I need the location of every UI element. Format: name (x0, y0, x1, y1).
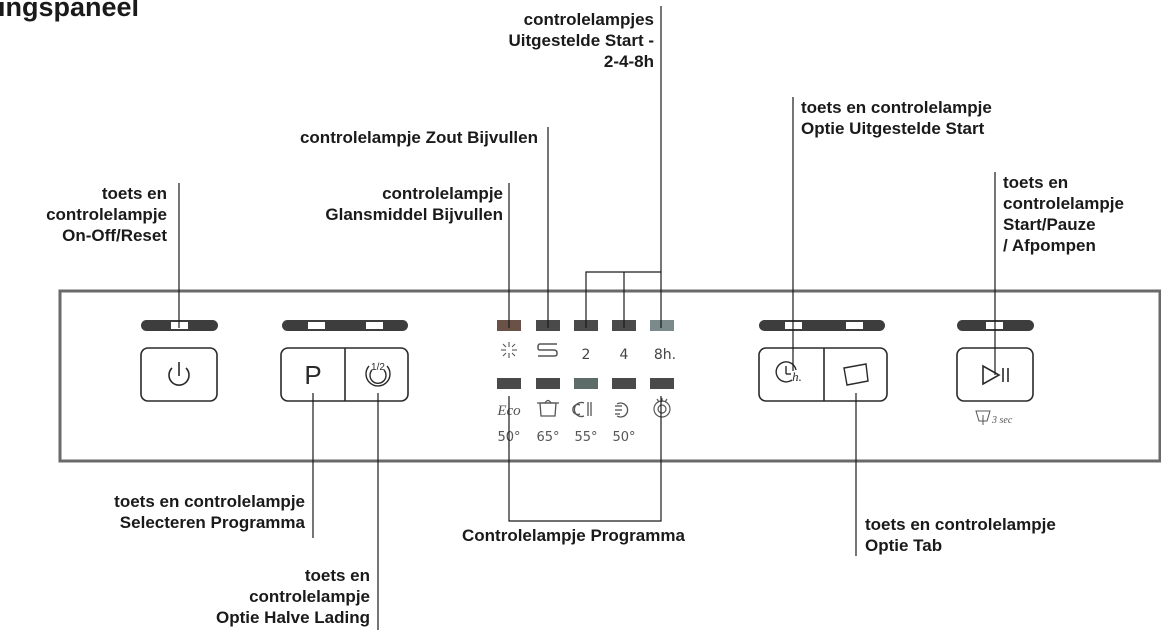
normal-dishes-icon (572, 401, 592, 418)
leader-lines (178, 6, 996, 630)
callout-salt: controlelampje Zout Bijvullen (299, 128, 538, 147)
play-pause-icon (982, 364, 1009, 386)
delay-hour-label: h. (792, 369, 802, 384)
drain-icon (975, 410, 991, 425)
led-program-eco (497, 378, 521, 389)
led-strip-delay-tab (759, 320, 885, 331)
temp-eco2: 50° (612, 430, 635, 445)
tab-icon (843, 363, 869, 386)
led-program-rinse (650, 378, 674, 389)
rinse-cycle-icon (653, 398, 671, 418)
drain-hint: 3 sec (991, 415, 1013, 426)
delay-start-button[interactable]: h. (760, 349, 823, 400)
program-button-group (280, 347, 409, 402)
page-title: ingspaneel (0, 0, 140, 22)
on-off-button[interactable] (140, 347, 218, 402)
power-icon (168, 362, 190, 386)
delay-tab-button-group (758, 347, 888, 402)
led-program-50 (612, 378, 636, 389)
half-load-label: 1/2 (371, 362, 385, 373)
led-row-programs (497, 378, 674, 389)
led-strip-program (282, 320, 408, 331)
temp-normal: 55° (574, 430, 597, 445)
delay-label-8: 8h. (654, 347, 676, 363)
delay-label-4: 4 (620, 347, 629, 363)
intensive-pot-icon (537, 399, 559, 417)
program-label: P (304, 360, 321, 390)
half-load-button[interactable]: 1/2 (346, 349, 407, 400)
led-delay-8 (650, 320, 674, 331)
rinse-aid-icon (501, 342, 517, 358)
callout-program-leds: Controlelampje Programma (462, 526, 685, 545)
eco-plate-icon (615, 402, 629, 418)
delay-label-2: 2 (582, 347, 591, 363)
half-load-icon (365, 365, 391, 387)
temp-intensive: 65° (536, 430, 559, 445)
led-program-65 (536, 378, 560, 389)
tab-button[interactable] (825, 349, 886, 400)
led-program-55 (574, 378, 598, 389)
salt-icon (537, 343, 558, 357)
